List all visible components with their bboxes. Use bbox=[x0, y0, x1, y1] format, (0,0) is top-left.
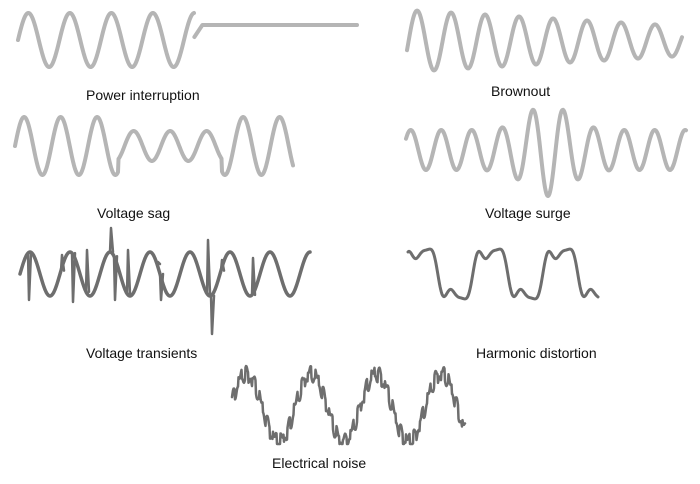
wave-voltage-transients bbox=[18, 250, 312, 298]
transient-spike-3 bbox=[70, 251, 77, 304]
transient-spike-2 bbox=[59, 253, 66, 272]
transient-spike-10 bbox=[205, 238, 212, 295]
label-voltage-transients: Voltage transients bbox=[86, 345, 198, 361]
wave-voltage-surge bbox=[404, 107, 688, 198]
wave-power-interruption bbox=[16, 11, 196, 69]
wave-power-interruption-flatline bbox=[192, 23, 359, 39]
transient-spike-6 bbox=[112, 254, 119, 302]
transient-spike-12 bbox=[219, 258, 226, 272]
transient-spike-4 bbox=[84, 248, 91, 294]
label-voltage-surge: Voltage surge bbox=[485, 205, 571, 221]
transient-spike-13 bbox=[250, 256, 257, 297]
wave-brownout bbox=[405, 8, 684, 73]
transient-spike-11 bbox=[209, 294, 216, 336]
label-electrical-noise: Electrical noise bbox=[272, 455, 367, 471]
transient-spike-9 bbox=[158, 272, 165, 302]
label-harmonic-distortion: Harmonic distortion bbox=[476, 345, 597, 361]
label-voltage-sag: Voltage sag bbox=[97, 205, 171, 221]
label-brownout: Brownout bbox=[491, 83, 551, 99]
wave-electrical-noise bbox=[230, 364, 467, 446]
wave-voltage-sag bbox=[13, 115, 295, 177]
wave-harmonic-distortion bbox=[406, 247, 600, 301]
label-power-interruption: Power interruption bbox=[86, 87, 200, 103]
transient-spike-5 bbox=[108, 226, 115, 254]
transient-spike-1 bbox=[26, 251, 33, 302]
transient-spike-8 bbox=[155, 260, 162, 266]
transient-spike-7 bbox=[125, 248, 132, 295]
